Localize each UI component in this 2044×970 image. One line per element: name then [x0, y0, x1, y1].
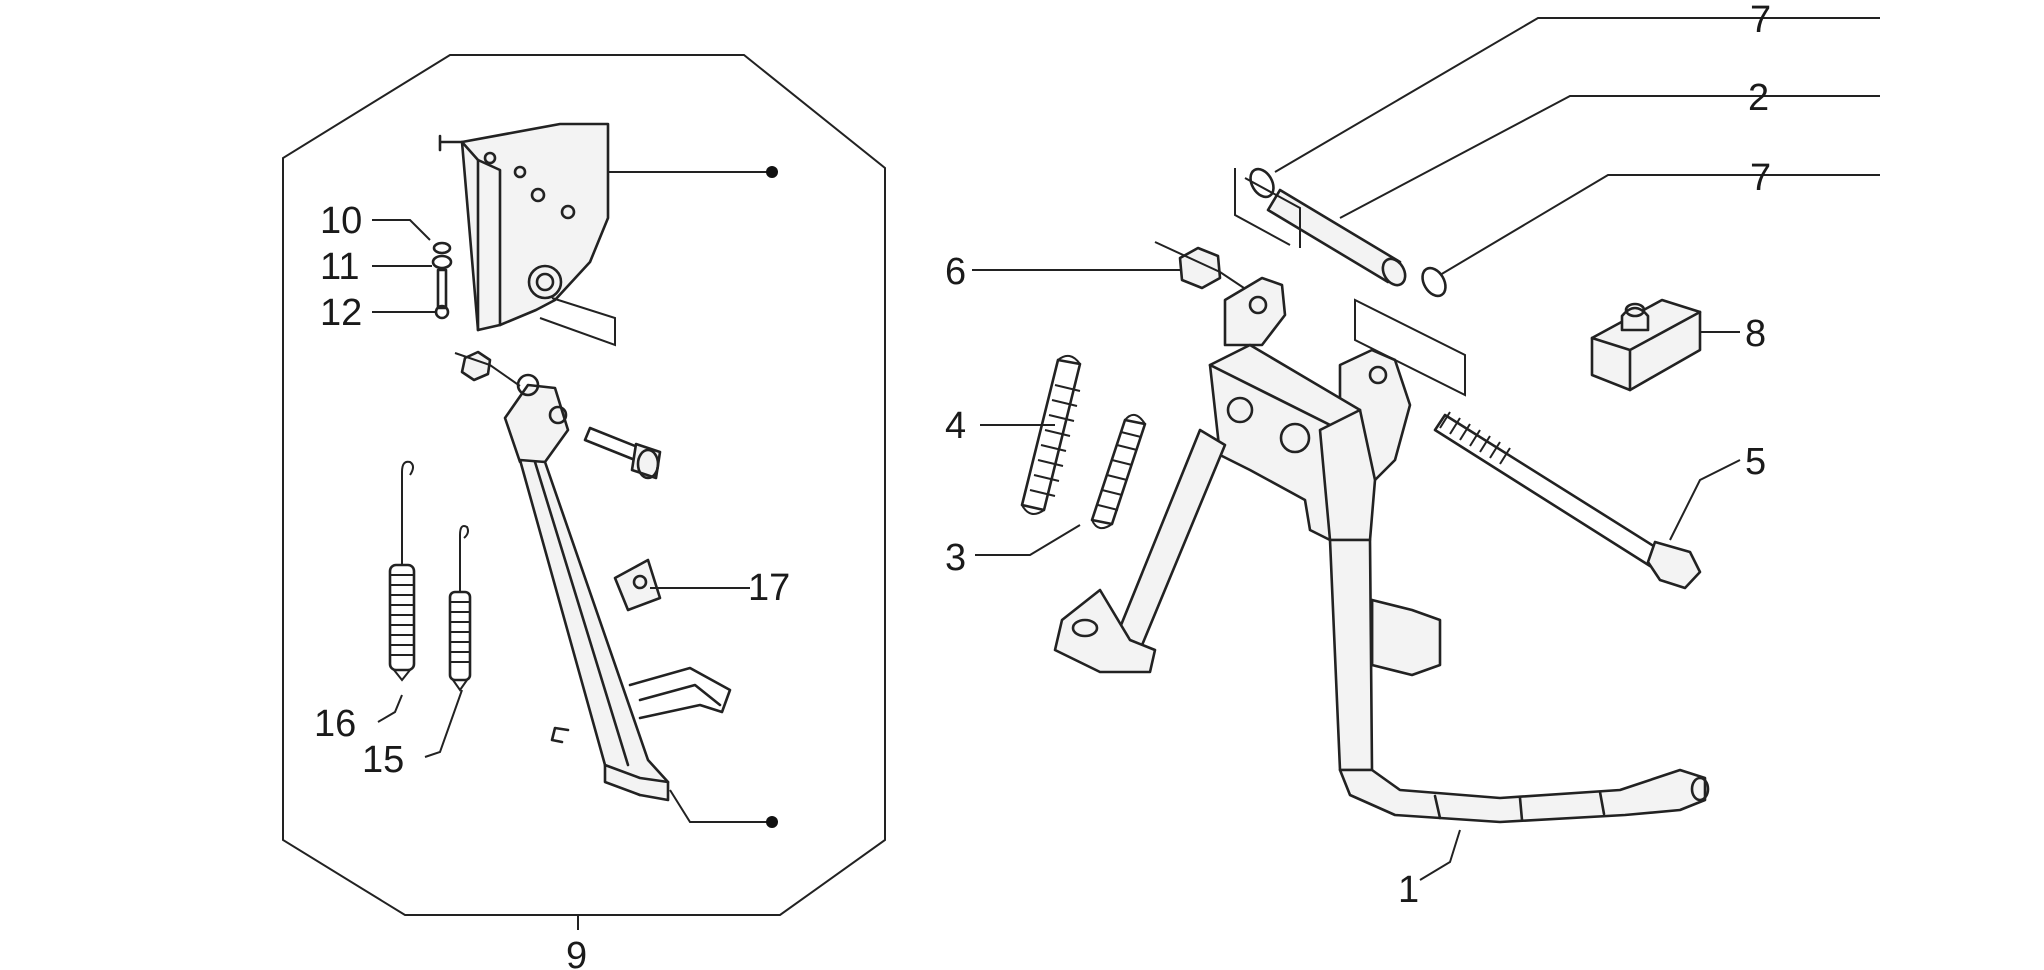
spring-icon: [1090, 413, 1147, 530]
spring-icon: [1020, 354, 1082, 515]
center-stand-icon: [1053, 276, 1710, 824]
pin-icon: [1266, 188, 1407, 287]
o-ring-icon: [1249, 167, 1275, 199]
callout-7-mid: 7: [1750, 157, 1771, 199]
nut-icon: [454, 350, 521, 387]
spring-icon: [388, 460, 416, 682]
side-stand-kit-group: 10 11 12 16 15 17 9: [282, 54, 886, 970]
callout-8: 8: [1745, 313, 1766, 355]
callout-11: 11: [320, 246, 359, 288]
clip-icon: [613, 558, 662, 612]
callout-7-top: 7: [1750, 0, 1771, 41]
callout-1: 1: [1398, 869, 1419, 911]
kit-boundary: [282, 54, 886, 916]
callout-10: 10: [320, 200, 362, 242]
callout-9: 9: [566, 935, 587, 970]
side-stand-bracket-icon: [438, 122, 616, 347]
callout-4: 4: [945, 405, 966, 447]
pivot-bolt-icon: [583, 426, 662, 480]
callout-12: 12: [320, 292, 362, 334]
side-stand-leg-icon: [503, 373, 732, 802]
callout-5: 5: [1745, 441, 1766, 483]
callout-3: 3: [945, 537, 966, 579]
callout-2: 2: [1748, 77, 1769, 119]
center-stand-group: 7 2 7 6 8 4 5 3 1: [945, 0, 1880, 911]
callout-17: 17: [748, 567, 790, 609]
bolt-icon: [1433, 411, 1702, 590]
washer-stack-icon: [431, 241, 453, 320]
callout-15: 15: [362, 739, 404, 781]
callout-16: 16: [314, 703, 356, 745]
spring-icon: [448, 525, 472, 692]
o-ring-icon: [1421, 266, 1447, 298]
callout-6: 6: [945, 251, 966, 293]
rubber-pad-icon: [1590, 298, 1702, 392]
